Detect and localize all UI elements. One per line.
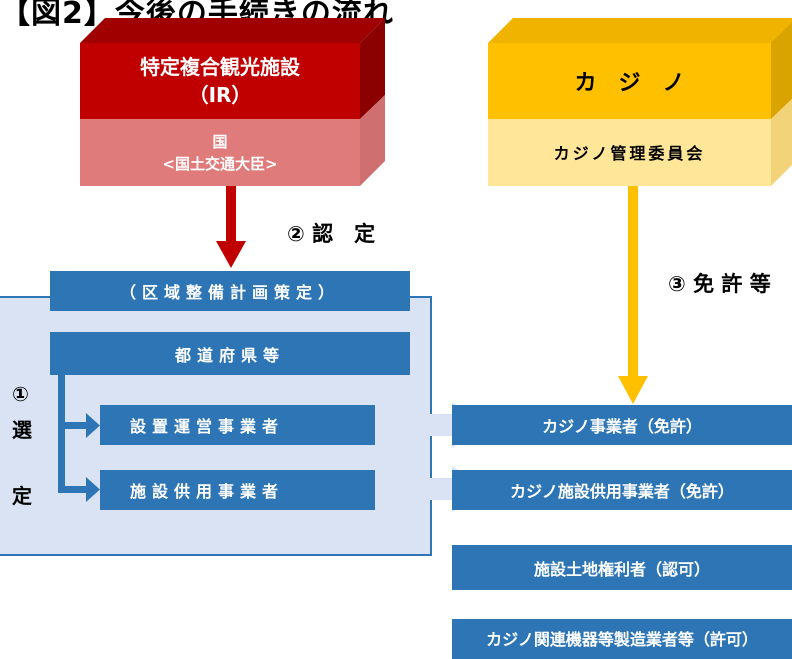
ir-box-front-bottom — [80, 119, 360, 186]
step2-certification-label: ② 認 定 — [287, 222, 376, 246]
step1-number: ① — [12, 382, 29, 406]
step1-label-b: 定 — [12, 484, 32, 508]
equipment-maker-box: カジノ関連機器等製造業者等（許可） — [452, 619, 792, 659]
license-arrow-head — [618, 376, 648, 404]
casino-commission: カジノ管理委員会 — [553, 144, 706, 163]
casino-box-top — [488, 18, 792, 43]
certification-arrow-shaft — [226, 186, 236, 241]
ir-header-line1: 特定複合観光施設 — [140, 55, 300, 79]
ir-authority-line2: <国土交通大臣> — [162, 155, 278, 173]
casino-facility-user-box: カジノ施設供用事業者（免許） — [452, 470, 792, 510]
prefecture-box: 都道府県等 — [50, 332, 410, 375]
selection-arrowhead-facility-user — [86, 477, 100, 502]
casino-header: カ ジ ノ — [574, 71, 685, 96]
casino-box-side-top — [771, 22, 792, 119]
ir-box-front-top — [80, 43, 360, 119]
ir-box-side-top — [360, 18, 385, 119]
casino-box-side-bottom — [771, 99, 792, 186]
step1-label-a: 選 — [12, 418, 32, 442]
plan-box: （区域整備計画策定） — [50, 271, 410, 311]
certification-arrow-head — [216, 241, 246, 268]
selection-connector-to-facility-user — [58, 486, 88, 493]
step3-license-label: ③ 免 許 等 — [668, 272, 771, 296]
operator-box: 設置運営事業者 — [100, 405, 375, 445]
ir-box-side-bottom — [360, 95, 385, 186]
license-arrow-shaft — [628, 186, 638, 376]
ir-authority-line1: 国 — [212, 133, 228, 151]
casino-operator-box: カジノ事業者（免許） — [452, 405, 792, 445]
selection-connector-vertical — [58, 375, 65, 493]
selection-connector-to-operator — [58, 422, 88, 429]
casino-box-front-bottom — [488, 119, 771, 186]
ir-header: 特定複合観光施設 （IR） — [80, 47, 360, 115]
facility-user-box: 施設供用事業者 — [100, 470, 375, 510]
ir-header-line2: （IR） — [188, 83, 252, 107]
selection-arrowhead-operator — [86, 413, 100, 438]
land-owner-box: 施設土地権利者（認可） — [452, 545, 792, 590]
casino-box-front-top — [488, 43, 771, 119]
ir-box-top — [80, 18, 385, 43]
ir-authority: 国 <国土交通大臣> — [80, 124, 360, 182]
